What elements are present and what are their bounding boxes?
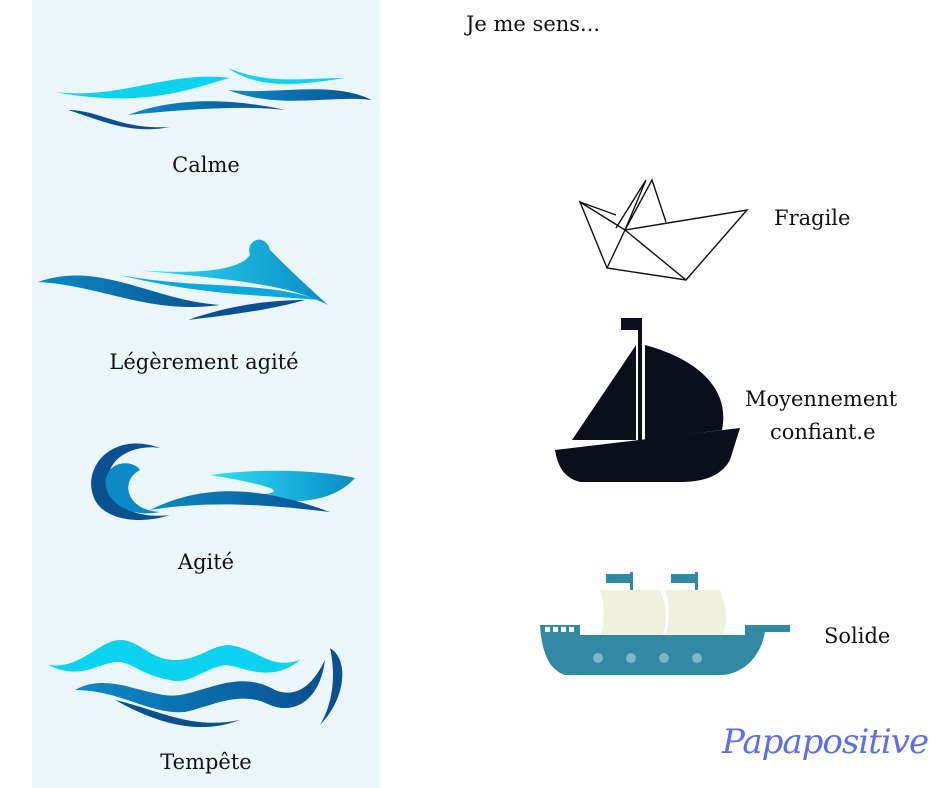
sea-state-label-calm: Calme: [172, 153, 240, 177]
sailboat-icon: [555, 318, 740, 482]
boat-label-solid: Solide: [824, 624, 891, 648]
boat-label-fragile: Fragile: [774, 206, 851, 230]
slightly-rough-waves-icon: [38, 239, 328, 320]
sea-state-label-rough: Agité: [177, 550, 235, 574]
ship-icon: [540, 572, 790, 675]
sea-state-label-slightly-rough: Légèrement agité: [109, 350, 299, 374]
rough-waves-icon: [91, 443, 355, 520]
page-title: Je me sens...: [466, 12, 601, 36]
paper-boat-icon: [578, 178, 749, 281]
storm-waves-icon: [48, 640, 343, 728]
boat-label-medium-line2: confiant.e: [770, 420, 876, 444]
sea-state-label-storm: Tempête: [160, 750, 252, 774]
brand-logo: Papapositive: [722, 722, 929, 762]
calm-waves-icon: [55, 68, 372, 130]
boat-label-medium-line1: Moyennement: [745, 387, 898, 411]
